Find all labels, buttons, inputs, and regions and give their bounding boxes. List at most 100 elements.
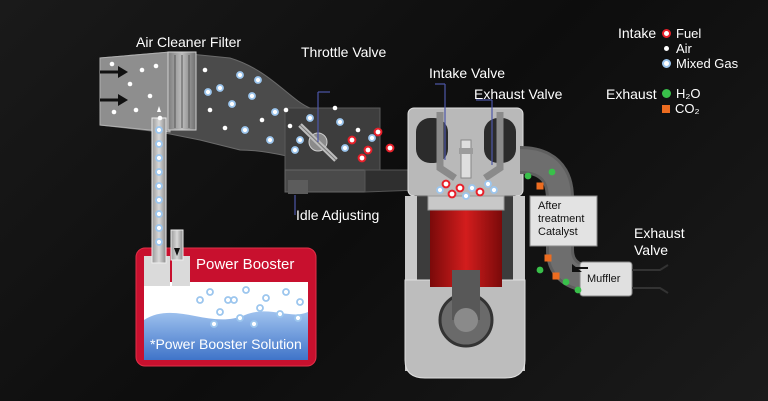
after-treatment-line2: treatment <box>538 213 585 225</box>
exhaust-valve-right-line2: Valve <box>634 242 668 258</box>
mixed-particle <box>216 308 224 316</box>
co2-particle <box>536 182 544 190</box>
mixed-particle <box>236 314 244 322</box>
legend-h2o: H₂O <box>662 86 701 101</box>
air-cleaner-filter-label: Air Cleaner Filter <box>136 34 242 50</box>
particle-dots <box>109 61 582 328</box>
valves <box>435 83 504 181</box>
mixed-particle <box>282 288 290 296</box>
fuel-particle <box>373 127 383 137</box>
fuel-particle <box>475 187 485 197</box>
mixed-particle <box>296 298 304 306</box>
after-treatment-line1: After <box>538 200 562 212</box>
mixed-particle <box>236 71 244 79</box>
air-cleaner-filter <box>167 51 197 131</box>
mixed-particle <box>155 126 163 134</box>
mixed-gas-dot-icon <box>662 59 671 68</box>
after-treatment-label: After treatment Catalyst <box>538 200 584 239</box>
mixed-particle <box>462 192 470 200</box>
idle-adjusting-label: Idle Adjusting <box>296 207 380 223</box>
mixed-particle <box>436 186 444 194</box>
legend-fuel: Fuel <box>662 26 701 41</box>
after-treatment-line3: Catalyst <box>538 226 578 238</box>
h2o-particle <box>536 266 544 274</box>
h2o-particle <box>562 278 570 286</box>
mixed-particle <box>216 84 224 92</box>
mixed-particle <box>230 296 238 304</box>
mixed-particle <box>155 224 163 232</box>
h2o-particle <box>524 172 532 180</box>
h2o-particle <box>574 286 582 294</box>
mixed-particle <box>250 320 258 328</box>
air-particle <box>287 123 293 129</box>
mixed-particle <box>296 136 304 144</box>
mixed-particle <box>306 114 314 122</box>
mixed-particle <box>484 180 492 188</box>
legend-mixed-gas-label: Mixed Gas <box>676 56 739 71</box>
air-particle <box>202 67 208 73</box>
mixed-particle <box>204 88 212 96</box>
air-particle <box>147 93 153 99</box>
air-particle <box>222 125 228 131</box>
after-treatment-catalyst <box>529 195 598 247</box>
h2o-particle <box>548 168 556 176</box>
legend-h2o-label: H₂O <box>676 86 701 101</box>
mixed-particle <box>256 304 264 312</box>
mixed-particle <box>155 196 163 204</box>
air-particle <box>355 127 361 133</box>
mixed-particle <box>155 210 163 218</box>
throttle-valve-label: Throttle Valve <box>301 44 387 60</box>
mixed-particle <box>155 168 163 176</box>
legend-intake-title: Intake <box>618 25 657 41</box>
intake-valve-label: Intake Valve <box>429 65 506 81</box>
air-particle <box>153 63 159 69</box>
power-booster-solution-label: *Power Booster Solution <box>150 336 302 352</box>
co2-square-icon <box>662 104 670 113</box>
fuel-particle <box>357 153 367 163</box>
legend-air: Air <box>662 41 692 56</box>
mixed-particle <box>271 108 279 116</box>
muffler-label: Muffler <box>587 273 621 285</box>
fuel-particle <box>441 179 451 189</box>
air-particle <box>259 117 265 123</box>
mixed-particle <box>294 314 302 322</box>
legend-air-label: Air <box>676 41 692 56</box>
mixed-particle <box>241 126 249 134</box>
co2-particle <box>552 272 560 280</box>
mixed-particle <box>368 134 376 142</box>
mixed-particle <box>196 296 204 304</box>
fuel-particle <box>455 183 465 193</box>
fuel-particle <box>447 189 457 199</box>
muffler <box>572 261 669 297</box>
mixed-particle <box>248 92 256 100</box>
h2o-dot-icon <box>662 89 671 98</box>
air-particle <box>157 115 163 121</box>
air-particle <box>283 107 289 113</box>
air-particle <box>109 61 115 67</box>
fuel-dot-icon <box>662 29 671 38</box>
air-particle <box>111 109 117 115</box>
legend-co2: CO₂ <box>662 101 700 116</box>
mixed-particle <box>206 288 214 296</box>
air-particle <box>207 107 213 113</box>
mixed-particle <box>341 144 349 152</box>
exhaust-valve-right-line1: Exhaust <box>634 225 685 241</box>
legend-fuel-label: Fuel <box>676 26 702 41</box>
air-particle <box>139 67 145 73</box>
legend-exhaust-title: Exhaust <box>606 86 657 102</box>
air-particle <box>133 107 139 113</box>
mixed-particle <box>210 320 218 328</box>
mixed-particle <box>242 286 250 294</box>
mixed-particle <box>291 146 299 154</box>
mixed-particle <box>276 310 284 318</box>
air-particle <box>332 105 338 111</box>
mixed-particle <box>155 238 163 246</box>
fuel-particle <box>347 135 357 145</box>
mixed-particle <box>228 100 236 108</box>
mixed-particle <box>266 136 274 144</box>
mixed-particle <box>490 186 498 194</box>
mixed-particle <box>262 294 270 302</box>
intake-arrows <box>100 66 128 106</box>
